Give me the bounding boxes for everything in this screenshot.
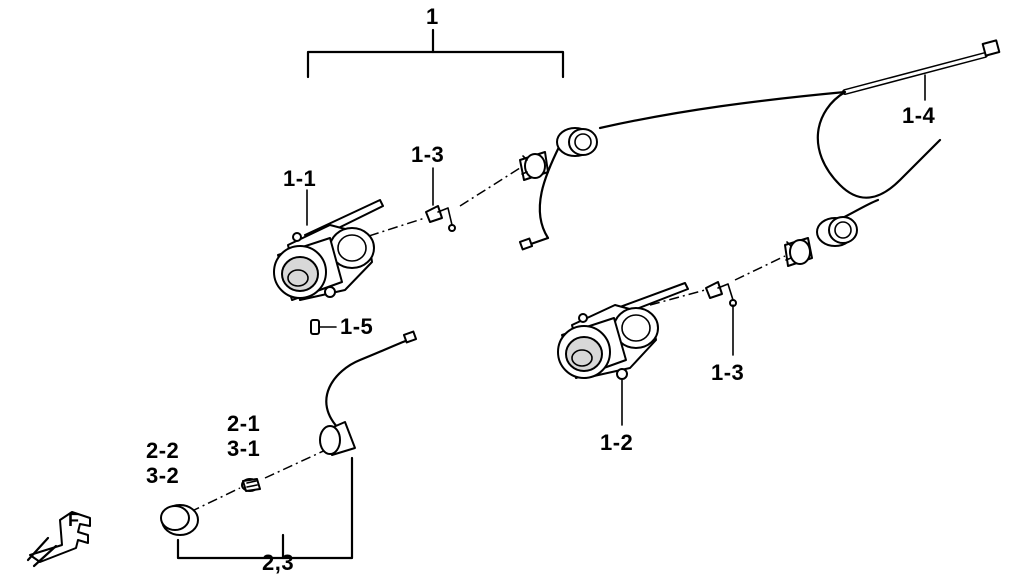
label-1-4: 1-4 xyxy=(902,103,936,128)
turn-signal-bulb xyxy=(241,478,261,492)
label-2-1: 2-1 xyxy=(227,411,261,436)
wire-harness xyxy=(518,39,1001,251)
bulb-1-3-lower xyxy=(705,281,737,307)
lower-boot xyxy=(816,216,858,247)
assembly-2-3-bracket xyxy=(176,456,354,560)
label-assembly-2-3: 2,3 xyxy=(262,550,295,575)
fog-lamp-1-2 xyxy=(557,282,689,380)
label-3-2: 3-2 xyxy=(146,463,180,488)
screw-1-5 xyxy=(310,319,320,335)
label-assembly-1: 1 xyxy=(426,4,439,29)
axis-line-upper xyxy=(349,167,521,243)
assembly-1-bracket xyxy=(306,28,565,79)
bulb-1-3-upper xyxy=(425,205,456,232)
label-1-1: 1-1 xyxy=(283,166,317,191)
axis-line-lower xyxy=(649,255,786,306)
axis-line-turn xyxy=(189,447,331,513)
upper-boot xyxy=(556,127,598,157)
label-1-5: 1-5 xyxy=(340,314,374,339)
upper-socket xyxy=(519,151,549,181)
lower-socket xyxy=(784,237,813,267)
fog-lamp-1-1 xyxy=(273,199,384,301)
turn-signal-housing xyxy=(319,330,418,456)
label-1-3-upper: 1-3 xyxy=(411,142,445,167)
turn-signal-lens xyxy=(160,504,199,536)
label-1-2: 1-2 xyxy=(600,430,634,455)
label-2-2: 2-2 xyxy=(146,438,180,463)
label-3-1: 3-1 xyxy=(227,436,261,461)
front-direction-icon xyxy=(26,511,91,568)
front-marker-letter: F xyxy=(68,510,80,530)
label-1-3-lower: 1-3 xyxy=(711,360,745,385)
